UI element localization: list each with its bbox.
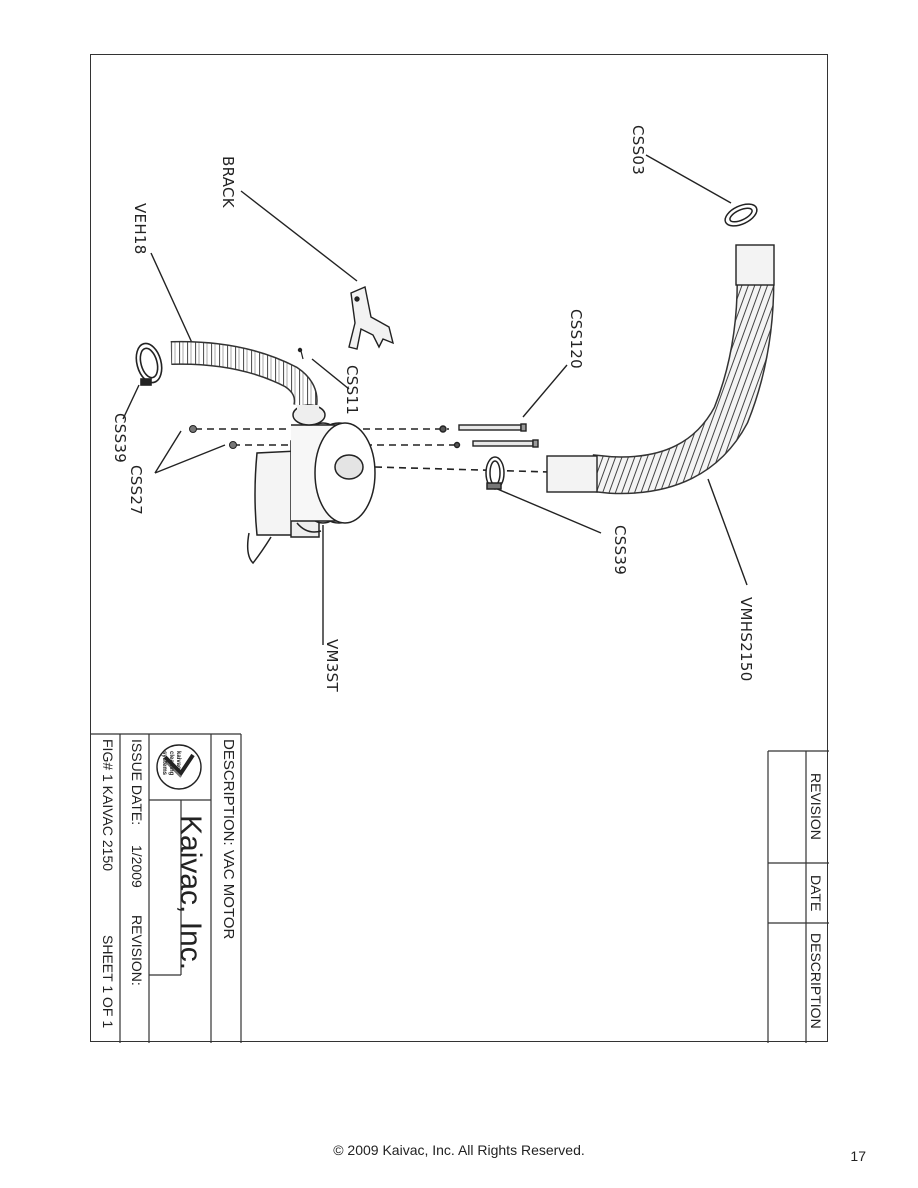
label-css39-left: CSS39 — [111, 413, 129, 464]
hose-veh18 — [170, 340, 318, 410]
label-vm3st: VM3ST — [323, 639, 341, 692]
logo-text: kaivac cleaning systems — [161, 751, 181, 776]
clamp-css39-right — [485, 456, 505, 490]
sheet-number: SHEET 1 OF 1 — [100, 935, 116, 1029]
clamp-css39-left — [135, 342, 163, 386]
label-vmhs2150: VMHS2150 — [737, 597, 755, 682]
label-veh18: VEH18 — [131, 203, 149, 255]
nuts-css27 — [189, 425, 237, 449]
motor-vm3st — [246, 404, 376, 565]
kaivac-logo: kaivac cleaning systems — [151, 739, 207, 795]
kaivac-logo-mark — [156, 744, 202, 790]
leader-lines — [122, 154, 748, 645]
label-css27: CSS27 — [127, 465, 145, 516]
title-block-grid — [91, 733, 829, 1043]
date-header: DATE — [808, 875, 824, 912]
label-css03: CSS03 — [629, 125, 647, 176]
label-css11: CSS11 — [343, 365, 361, 416]
exploded-parts-diagram — [91, 154, 829, 1043]
revision-label: REVISION: — [129, 915, 145, 986]
description-text: DESCRIPTION: VAC MOTOR — [220, 739, 237, 940]
copyright-text: © 2009 Kaivac, Inc. All Rights Reserved. — [333, 1142, 585, 1158]
label-brack: BRACK — [219, 156, 237, 208]
bolts-css120 — [439, 423, 539, 449]
issue-date-label: ISSUE DATE: — [129, 739, 145, 826]
issue-date-value: 1/2009 — [129, 845, 145, 888]
screw-css11 — [297, 347, 304, 360]
page-number: 17 — [850, 1148, 866, 1164]
clamp-css03 — [724, 203, 758, 227]
description-header: DESCRIPTION — [808, 933, 824, 1029]
figure-number: FIG# 1 KAIVAC 2150 — [100, 739, 116, 872]
company-name: Kaivac, Inc. — [174, 815, 207, 971]
label-css120: CSS120 — [567, 309, 585, 369]
bracket-brack — [348, 286, 395, 350]
drawing-sheet: CSS03 BRACK VEH18 CSS120 CSS11 CSS39 CSS… — [90, 54, 829, 1043]
label-css39-right: CSS39 — [611, 525, 629, 576]
hose-vmhs2150 — [546, 244, 775, 495]
revision-header: REVISION — [808, 773, 824, 840]
